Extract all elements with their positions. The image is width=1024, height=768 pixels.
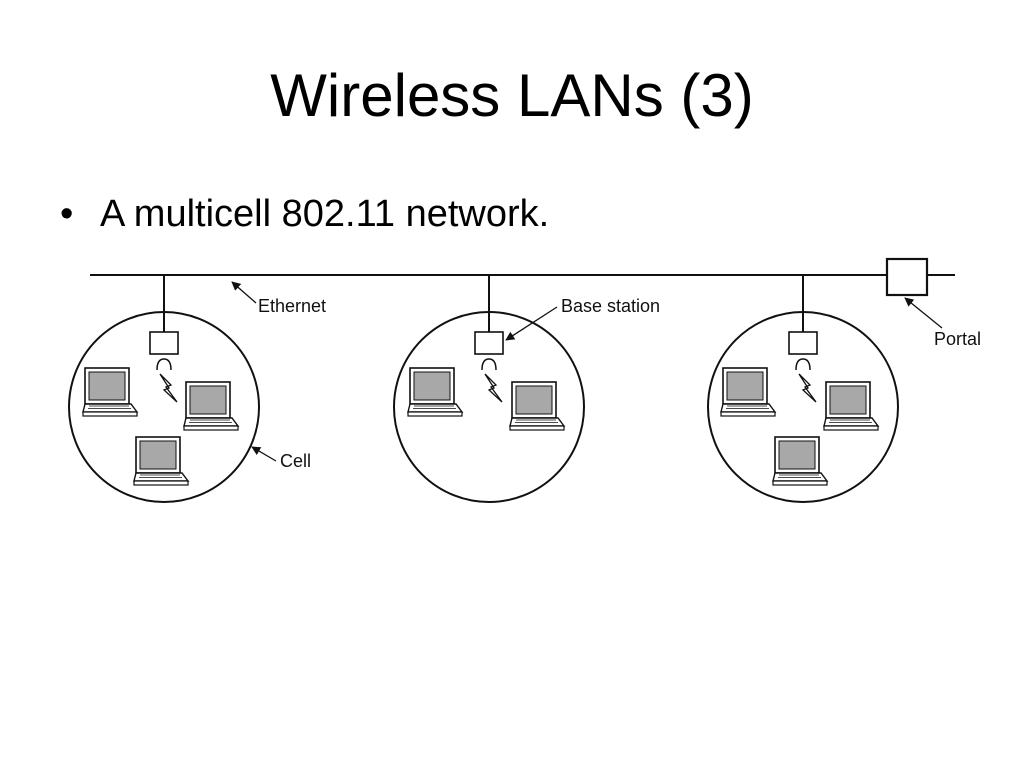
cell-label: Cell (280, 451, 311, 471)
portal-label: Portal (934, 329, 981, 349)
bullet-marker: • (60, 193, 74, 235)
cell-2-signal-icon (484, 373, 503, 403)
portal-box (885, 257, 929, 297)
cell-3-base-station (788, 331, 818, 355)
cell-1 (68, 275, 260, 503)
cell-1-laptop-1 (82, 367, 138, 417)
cell-2-laptop-1 (407, 367, 463, 417)
cell-3-laptop-1 (720, 367, 776, 417)
cell-arrow (251, 446, 277, 462)
cell-3-antenna-icon (795, 358, 811, 371)
bullet-text: A multicell 802.11 network. (100, 193, 550, 235)
cell-2-laptop-2 (509, 381, 565, 431)
cell-3 (707, 275, 899, 503)
bullet-item: • A multicell 802.11 network. (60, 190, 549, 238)
cell-2-base-station (474, 331, 504, 355)
cell-1-base-station (149, 331, 179, 355)
cell-1-laptop-2 (183, 381, 239, 431)
cell-2 (393, 275, 585, 503)
ethernet-label: Ethernet (258, 296, 326, 316)
cell-3-laptop-2 (823, 381, 879, 431)
cell-3-laptop-3 (772, 436, 828, 486)
cell-3-signal-icon (798, 373, 817, 403)
cell-1-laptop-3 (133, 436, 189, 486)
cell-2-antenna-icon (481, 358, 497, 371)
cell-1-antenna-icon (156, 358, 172, 371)
cell-1-signal-icon (159, 373, 178, 403)
base-station-label: Base station (561, 296, 660, 316)
base-station-arrow (505, 306, 558, 341)
portal-arrow (904, 297, 943, 329)
slide-title: Wireless LANs (3) (270, 62, 754, 129)
ethernet-arrow (231, 281, 257, 304)
